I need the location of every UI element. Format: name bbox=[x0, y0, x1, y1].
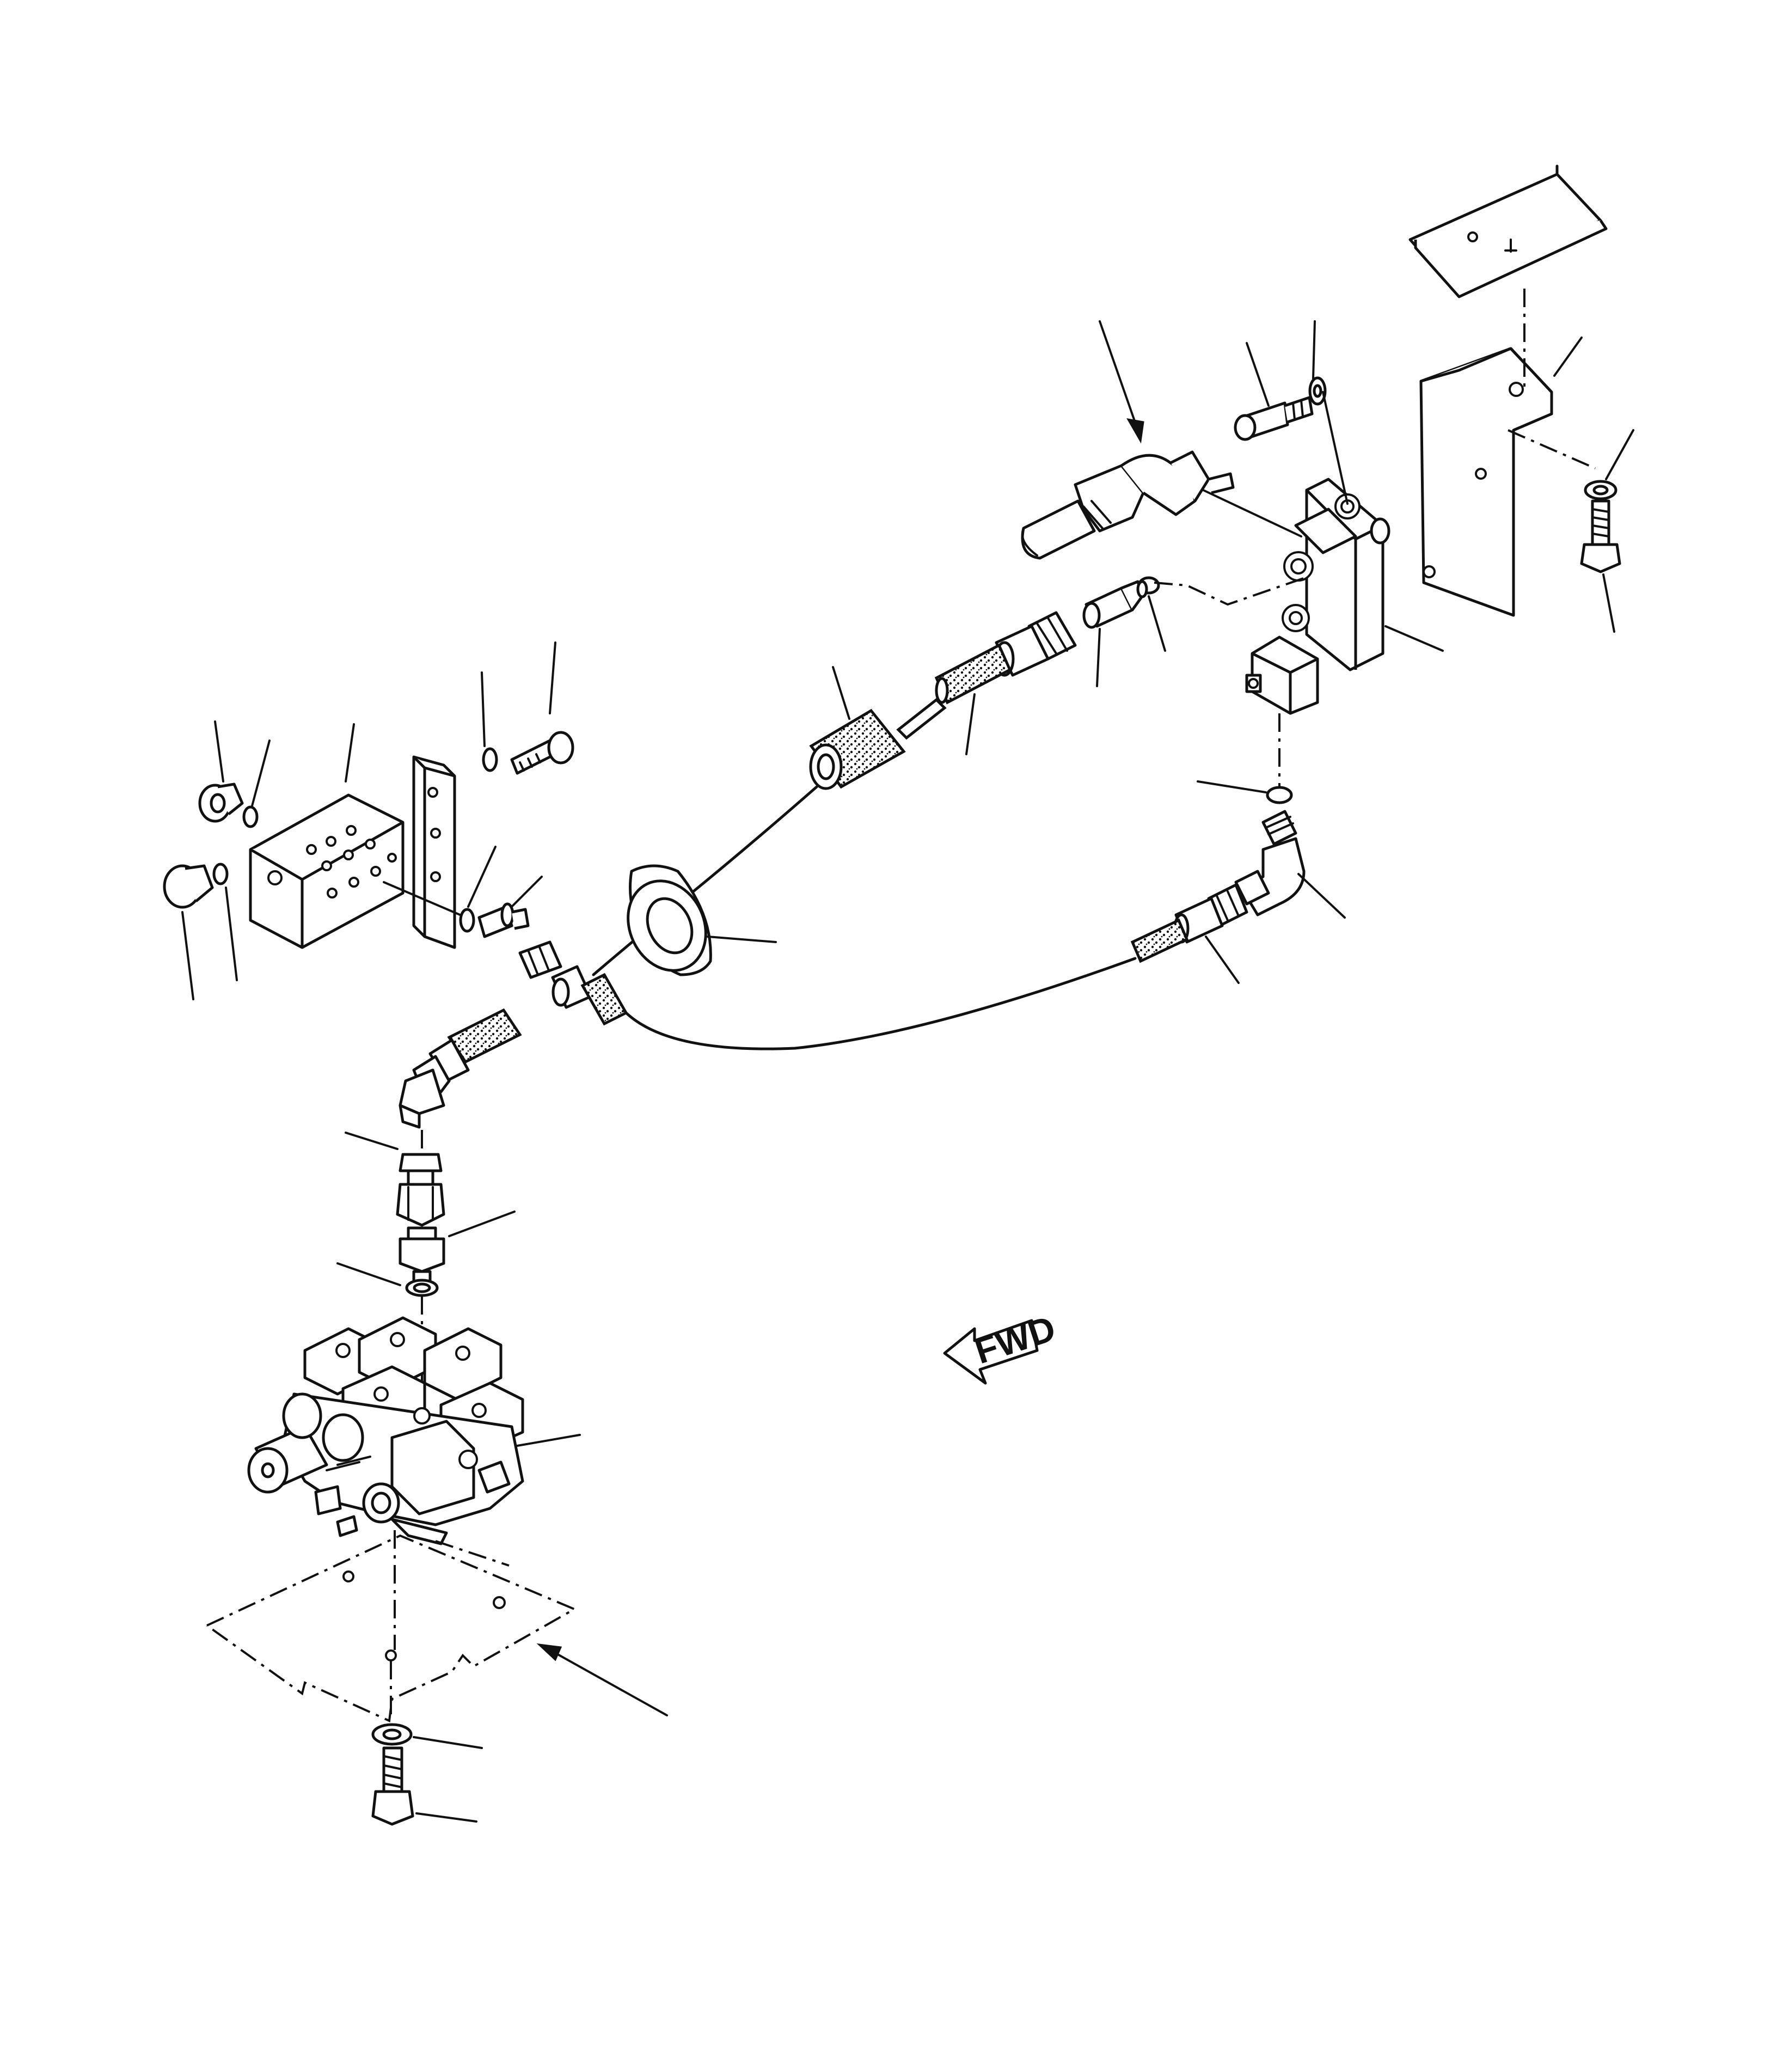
hex-bolt bbox=[1580, 499, 1621, 573]
o-ring-manifold bbox=[459, 908, 475, 933]
union-fitting bbox=[396, 1153, 445, 1227]
forward-arrow-label: FWD bbox=[970, 1307, 1060, 1371]
grommet bbox=[627, 864, 712, 976]
manifold-screw-washer bbox=[482, 747, 498, 772]
plate-hex-bolt bbox=[371, 1746, 414, 1826]
plate-lock-washer bbox=[371, 1723, 413, 1746]
plug-cap-lower bbox=[163, 864, 214, 909]
plate-hole-3 bbox=[385, 1649, 397, 1661]
plate-callout-leader bbox=[549, 1649, 668, 1716]
plate-hole-2 bbox=[493, 1596, 506, 1609]
elbow-fitting-left bbox=[399, 1038, 470, 1129]
plug-washer-lower bbox=[212, 863, 229, 885]
valve-block bbox=[1282, 478, 1390, 671]
bolt-centerline bbox=[1508, 429, 1596, 469]
lock-washer bbox=[1584, 480, 1617, 500]
reducer-fitting bbox=[399, 1226, 445, 1284]
valve-mounting-centerline-right bbox=[435, 1540, 510, 1567]
plug-cap-upper bbox=[198, 783, 244, 823]
hose-segment-left bbox=[580, 973, 628, 1026]
protective-sleeve bbox=[809, 698, 947, 790]
solenoid-cap bbox=[1245, 635, 1319, 715]
mounting-plate-outline bbox=[206, 1534, 577, 1722]
control-valve-assembly bbox=[247, 1316, 524, 1545]
callout-leaders bbox=[181, 320, 1634, 1823]
hose-segment-right bbox=[1130, 918, 1189, 963]
fitting-connection-line bbox=[1202, 489, 1302, 537]
valve-hose-centerline bbox=[1154, 576, 1307, 606]
connector-fitting-upper bbox=[1082, 580, 1148, 629]
plate-hole-1 bbox=[342, 1570, 354, 1582]
manifold-block bbox=[249, 793, 405, 949]
manifold-cap-screw bbox=[510, 731, 574, 775]
frame-plate bbox=[1408, 164, 1608, 298]
o-ring-drop bbox=[405, 1279, 439, 1297]
screw-washer bbox=[1308, 376, 1327, 406]
plug-washer-upper bbox=[242, 805, 259, 828]
hose-nut-left bbox=[518, 940, 562, 979]
pilot-hose-line-lower bbox=[624, 957, 1137, 1050]
forward-arrow: FWD bbox=[943, 1307, 1060, 1385]
manifold-port-line bbox=[383, 881, 461, 916]
plate-callout-arrowhead bbox=[536, 1643, 562, 1661]
screw-centerline bbox=[1322, 391, 1349, 505]
adapter-fitting-left bbox=[477, 902, 530, 938]
elbow-fitting-right bbox=[1234, 810, 1306, 916]
fitting-callout-arrowhead bbox=[1126, 418, 1144, 444]
hose-segment-upper bbox=[934, 643, 1012, 705]
mounting-strip bbox=[412, 755, 456, 949]
o-ring-valve-outlet bbox=[1266, 786, 1293, 804]
socket-head-screw bbox=[1234, 396, 1314, 441]
elbow-swivel-fitting bbox=[1021, 450, 1235, 560]
mounting-bracket bbox=[1419, 347, 1553, 617]
fitting-callout-leader bbox=[1099, 320, 1139, 431]
control-valve-leader bbox=[516, 1434, 581, 1447]
